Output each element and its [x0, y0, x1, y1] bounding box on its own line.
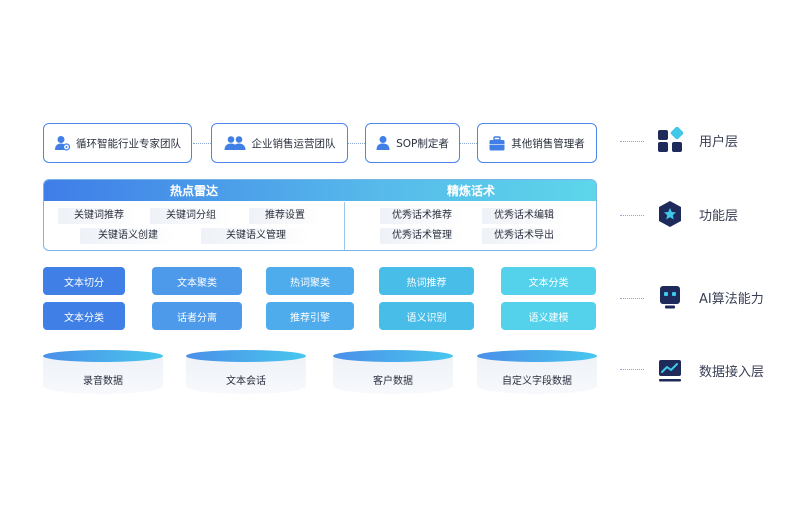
refined-script-title: 精炼话术 [446, 184, 495, 198]
ai-cap-semantic-recognition: 语义识别 [379, 302, 474, 330]
ai-cap-recommend-engine: 推荐引擎 [266, 302, 354, 330]
ai-cap-text-cluster: 文本聚类 [152, 267, 242, 295]
briefcase-icon [489, 135, 505, 150]
function-panel-header [44, 180, 596, 201]
function-panel: 热点雷达 精炼话术 关键词推荐 关键词分组 推荐设置 关键语义创建 关键语义管理… [43, 179, 597, 251]
legend-function-layer: 功能层 [699, 209, 739, 224]
ai-cap-text-classify-2: 文本分类 [43, 302, 125, 330]
legend-connector-ai [620, 298, 644, 299]
data-source-recording: 录音数据 [43, 350, 163, 394]
user-card-sales-managers: 其他销售管理者 [477, 123, 597, 163]
monitor-chart-icon [657, 357, 683, 383]
user-card-expert-team: 循环智能行业专家团队 [43, 123, 192, 163]
legend-connector-data [620, 369, 644, 370]
connector-dots [193, 143, 211, 144]
ai-cap-speaker-separation: 话者分离 [152, 302, 242, 330]
users-icon [224, 136, 245, 150]
ai-cap-text-split: 文本切分 [43, 267, 125, 295]
ai-cap-text-classify: 文本分类 [501, 267, 596, 295]
robot-icon [657, 284, 683, 310]
tag-semantic-create: 关键语义创建 [80, 228, 176, 244]
tag-semantic-manage: 关键语义管理 [201, 228, 311, 244]
legend-ai-layer: AI算法能力 [699, 292, 764, 307]
data-source-label: 自定义字段数据 [502, 376, 572, 387]
user-icon [376, 136, 390, 150]
user-card-label: SOP制定者 [396, 137, 449, 150]
ai-cap-hotword-cluster: 热词聚类 [266, 267, 354, 295]
ai-cap-semantic-modeling: 语义建模 [501, 302, 596, 330]
tag-script-edit: 优秀话术编辑 [482, 208, 566, 224]
user-card-sop-maker: SOP制定者 [365, 123, 460, 163]
user-card-label: 循环智能行业专家团队 [76, 137, 181, 150]
user-card-sales-ops-team: 企业销售运营团队 [211, 123, 348, 163]
legend-connector-user [620, 141, 644, 142]
user-card-label: 企业销售运营团队 [251, 137, 336, 150]
grid-apps-icon [657, 126, 684, 153]
tag-keyword-recommend: 关键词推荐 [58, 208, 140, 224]
ai-cap-hotword-recommend: 热词推荐 [379, 267, 474, 295]
data-source-customer: 客户数据 [333, 350, 453, 394]
tag-script-manage: 优秀话术管理 [380, 228, 464, 244]
data-source-label: 录音数据 [83, 376, 123, 387]
data-source-custom-fields: 自定义字段数据 [477, 350, 597, 394]
data-source-label: 客户数据 [373, 376, 413, 387]
tag-keyword-group: 关键词分组 [150, 208, 232, 224]
function-divider [344, 202, 345, 250]
star-badge-icon [657, 200, 683, 227]
legend-connector-function [620, 215, 644, 216]
data-source-label: 文本会话 [226, 376, 266, 387]
data-source-text-session: 文本会话 [186, 350, 306, 394]
tag-script-export: 优秀话术导出 [482, 228, 566, 244]
user-gear-icon [55, 136, 70, 151]
user-card-label: 其他销售管理者 [511, 137, 585, 150]
legend-user-layer: 用户层 [699, 135, 739, 150]
hot-radar-title: 热点雷达 [169, 184, 218, 198]
connector-dots [348, 143, 365, 144]
tag-recommend-settings: 推荐设置 [249, 208, 321, 224]
connector-dots [460, 143, 477, 144]
legend-data-layer: 数据接入层 [699, 365, 765, 380]
tag-script-recommend: 优秀话术推荐 [380, 208, 464, 224]
